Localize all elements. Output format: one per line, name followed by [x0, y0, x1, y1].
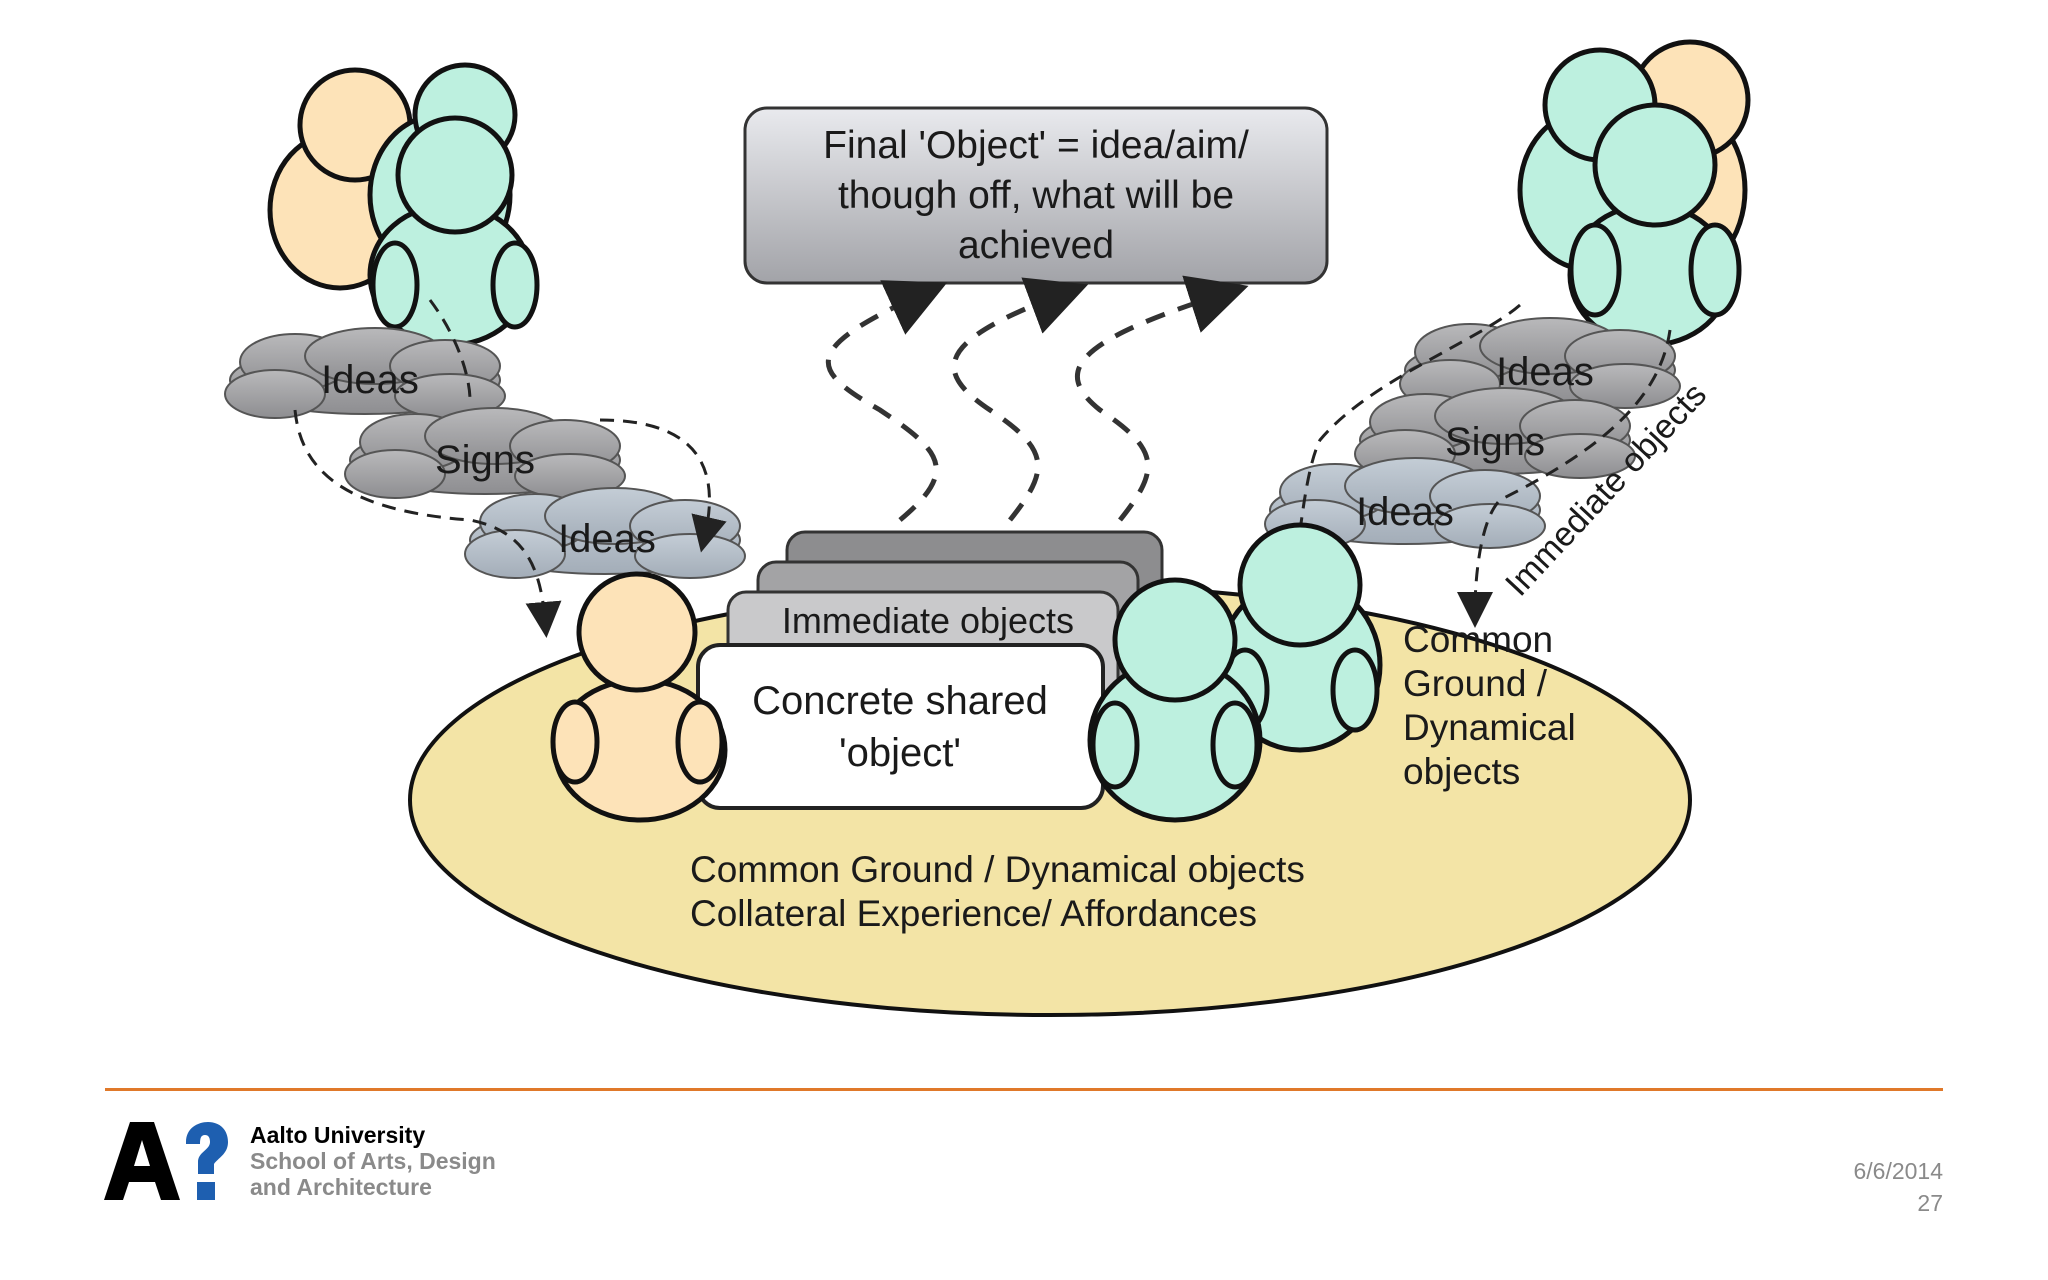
- bottom-label-line1: Common Ground / Dynamical objects: [690, 849, 1305, 890]
- right-label-line4: objects: [1403, 751, 1520, 792]
- persons-mint-center-right: [1087, 522, 1383, 823]
- cloud-label-ideas-right-bottom: Ideas: [1356, 490, 1454, 534]
- left-dashed-arrows: [293, 299, 727, 638]
- right-label-line2: Ground /: [1403, 663, 1548, 704]
- cloud-label-signs-right: Signs: [1445, 420, 1545, 464]
- final-object-line2: though off, what will be: [838, 174, 1234, 217]
- bottom-label-line2: Collateral Experience/ Affordances: [690, 893, 1257, 934]
- person-tan-center-left: [550, 571, 728, 823]
- right-label-line3: Dynamical: [1403, 707, 1576, 748]
- school-line2: and Architecture: [250, 1174, 432, 1200]
- right-label-line1: Common: [1403, 619, 1553, 660]
- right-people-group: [1517, 39, 1751, 348]
- aalto-logo: [104, 1122, 228, 1200]
- cloud-label-ideas-left-bottom: Ideas: [558, 517, 656, 561]
- school-line1: School of Arts, Design: [250, 1148, 496, 1174]
- left-people-group: [267, 62, 540, 348]
- slide-page-number: 27: [1917, 1190, 1943, 1216]
- immediate-objects-stack-label: Immediate objects: [782, 600, 1074, 641]
- cloud-label-ideas-left-top: Ideas: [321, 358, 419, 402]
- final-object-box: Final 'Object' = idea/aim/ though off, w…: [743, 106, 1329, 285]
- cloud-label-ideas-right-top: Ideas: [1496, 350, 1594, 394]
- immediate-objects-stack: Immediate objects Concrete shared 'objec…: [696, 530, 1164, 810]
- concrete-object-line1: Concrete shared: [752, 679, 1048, 723]
- slide-date: 6/6/2014: [1853, 1158, 1943, 1184]
- final-object-line1: Final 'Object' = idea/aim/: [823, 124, 1249, 167]
- cloud-label-signs-left: Signs: [435, 438, 535, 482]
- footer-divider: [105, 1088, 1943, 1091]
- concrete-object-line2: 'object': [839, 731, 961, 775]
- upward-arrows: [825, 275, 1249, 522]
- final-object-line3: achieved: [958, 224, 1114, 267]
- university-name-block: Aalto University School of Arts, Design …: [250, 1122, 496, 1200]
- diagram: Final 'Object' = idea/aim/ though off, w…: [224, 39, 1751, 1017]
- university-name: Aalto University: [250, 1122, 426, 1148]
